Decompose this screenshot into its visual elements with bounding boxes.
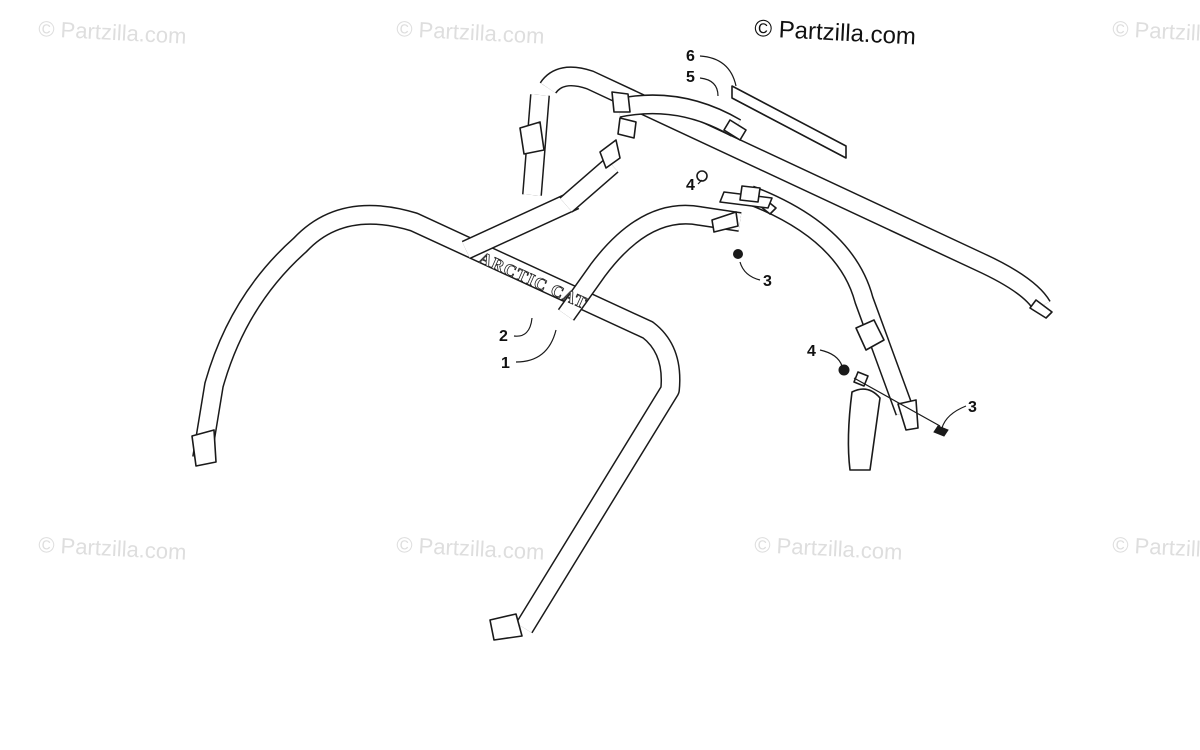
callout-label: 1 [501, 355, 510, 372]
washer-icon [838, 364, 850, 376]
belt-bracket [519, 121, 885, 351]
latch-bracket [719, 185, 777, 215]
bolt-icon [733, 249, 743, 259]
watermark-text: © Partzilla.com [396, 532, 545, 565]
callout-layer: 1 2 3 3 4 4 5 6 [499, 48, 977, 429]
brand-decal: ARCTIC CAT [476, 248, 590, 313]
washer-icon [696, 170, 708, 182]
sunshade-panel [731, 85, 847, 159]
brand-decal-text: ARCTIC CAT [476, 248, 590, 313]
watermark-text: © Partzilla.com [754, 532, 903, 565]
callout-label: 6 [686, 48, 695, 65]
watermark-text: © Partzilla.com [1112, 16, 1200, 49]
main-roll-bar [191, 139, 742, 641]
hardware [696, 170, 949, 471]
hinge-plate [847, 388, 881, 471]
callout-label: 2 [499, 328, 508, 345]
callout-label: 5 [686, 69, 695, 86]
callout-label: 4 [686, 177, 695, 194]
callout-label: 3 [968, 399, 977, 416]
bolt-icon [933, 425, 949, 437]
callout-label: 4 [807, 343, 816, 360]
callout-label: 3 [763, 273, 772, 290]
watermark-text: © Partzilla.com [1112, 532, 1200, 565]
watermark-text: © Partzilla.com [38, 532, 187, 565]
front-upper-tube [611, 91, 747, 141]
watermark-text: © Partzilla.com [396, 16, 545, 49]
copyright-notice: © Partzilla.com [754, 15, 917, 50]
watermark-text: © Partzilla.com [38, 16, 187, 49]
